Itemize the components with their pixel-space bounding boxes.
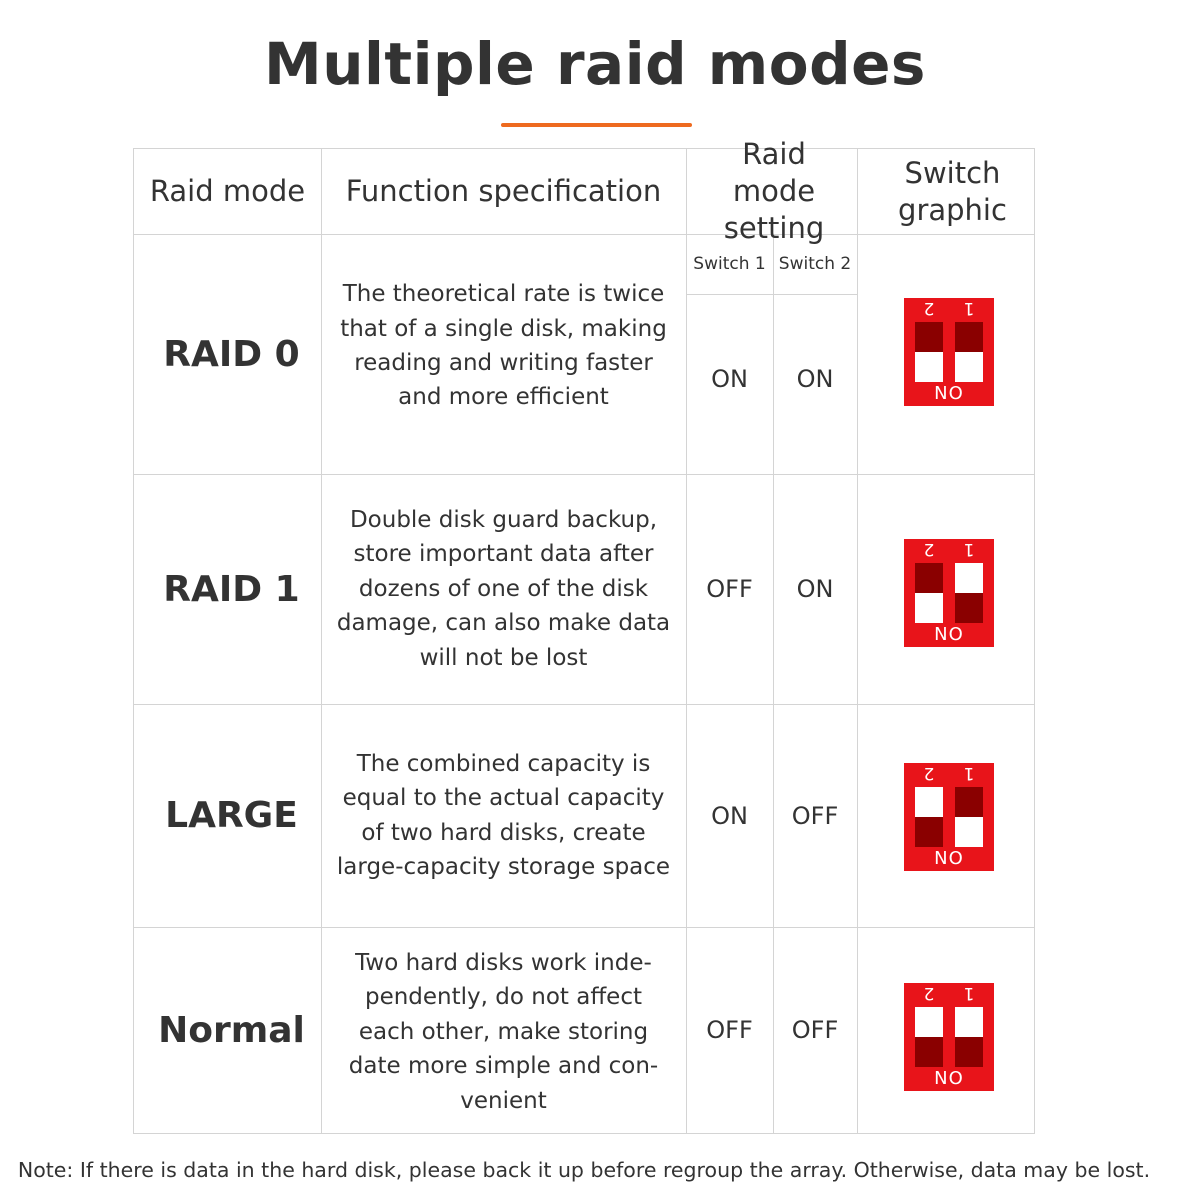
function-description: The theoretical rate is twice that of a …: [340, 281, 667, 411]
function-description: Double disk guard backup, store importan…: [336, 506, 671, 671]
switch-number-label: 1: [963, 983, 975, 1003]
dip-switch-graphic: 2 1 NO: [904, 539, 994, 647]
mode-label: RAID 1: [163, 568, 300, 610]
column-divider: [321, 149, 322, 1133]
switch-number-label: 1: [963, 298, 975, 318]
switch-2-setting: ON: [796, 575, 834, 603]
page-title: Multiple raid modes: [264, 30, 926, 98]
dip-switch-graphic: 2 1 NO: [904, 983, 994, 1091]
switch-2-lever: [915, 322, 943, 382]
mode-label: LARGE: [165, 795, 298, 836]
function-description: The combined capacity is equal to the ac…: [336, 750, 671, 880]
switch-1-setting: ON: [711, 365, 748, 393]
switch-2-lever: [915, 1007, 943, 1067]
switch-number-label: 2: [923, 983, 935, 1003]
row-divider: [686, 294, 857, 295]
switch-number-label: 2: [923, 539, 935, 559]
mode-label: Normal: [158, 1009, 305, 1051]
dip-label: NO: [934, 848, 964, 869]
switch-2-setting: ON: [796, 365, 834, 393]
dip-label: NO: [934, 383, 964, 404]
mode-label: RAID 0: [163, 333, 300, 375]
switch-2-setting: OFF: [791, 1016, 839, 1044]
switch-1-lever: [955, 322, 983, 382]
function-description: Two hard disks work inde-pendently, do n…: [348, 949, 659, 1114]
switch-1-setting: ON: [711, 801, 748, 830]
switch-2-setting: OFF: [791, 801, 839, 830]
column-divider: [773, 234, 774, 1133]
header-setting: Raid mode setting: [723, 137, 825, 245]
raid-mode-table: Raid mode Function specification Raid mo…: [133, 137, 1035, 1134]
switch-2-lever: [915, 563, 943, 623]
switch-1-setting: OFF: [706, 1016, 753, 1044]
dip-label: NO: [934, 1068, 964, 1089]
row-divider: [134, 927, 1034, 928]
switch-1-lever: [955, 1007, 983, 1067]
title-underline: [501, 123, 692, 127]
switch-number-label: 1: [963, 539, 975, 559]
switch-1-lever: [955, 563, 983, 623]
switch-number-label: 2: [923, 298, 935, 318]
column-divider: [686, 149, 687, 1133]
switch-1-lever: [955, 787, 983, 847]
header-raid-mode: Raid mode: [149, 174, 306, 208]
column-divider: [857, 149, 858, 1133]
header-function: Function specification: [345, 174, 662, 208]
switch-number-label: 1: [963, 763, 975, 783]
subheader-switch-1: Switch 1: [693, 254, 766, 274]
row-divider: [134, 234, 1034, 235]
row-divider: [134, 704, 1034, 705]
dip-label: NO: [934, 624, 964, 645]
dip-switch-graphic: 2 1 NO: [904, 298, 994, 406]
header-graphic: Switch graphic: [898, 155, 1007, 227]
warning-note: Note: If there is data in the hard disk,…: [17, 1158, 1151, 1182]
switch-2-lever: [915, 787, 943, 847]
dip-switch-graphic: 2 1 NO: [904, 763, 994, 871]
switch-number-label: 2: [923, 763, 935, 783]
switch-1-setting: OFF: [706, 575, 753, 603]
subheader-switch-2: Switch 2: [778, 254, 852, 274]
row-divider: [134, 474, 1034, 475]
